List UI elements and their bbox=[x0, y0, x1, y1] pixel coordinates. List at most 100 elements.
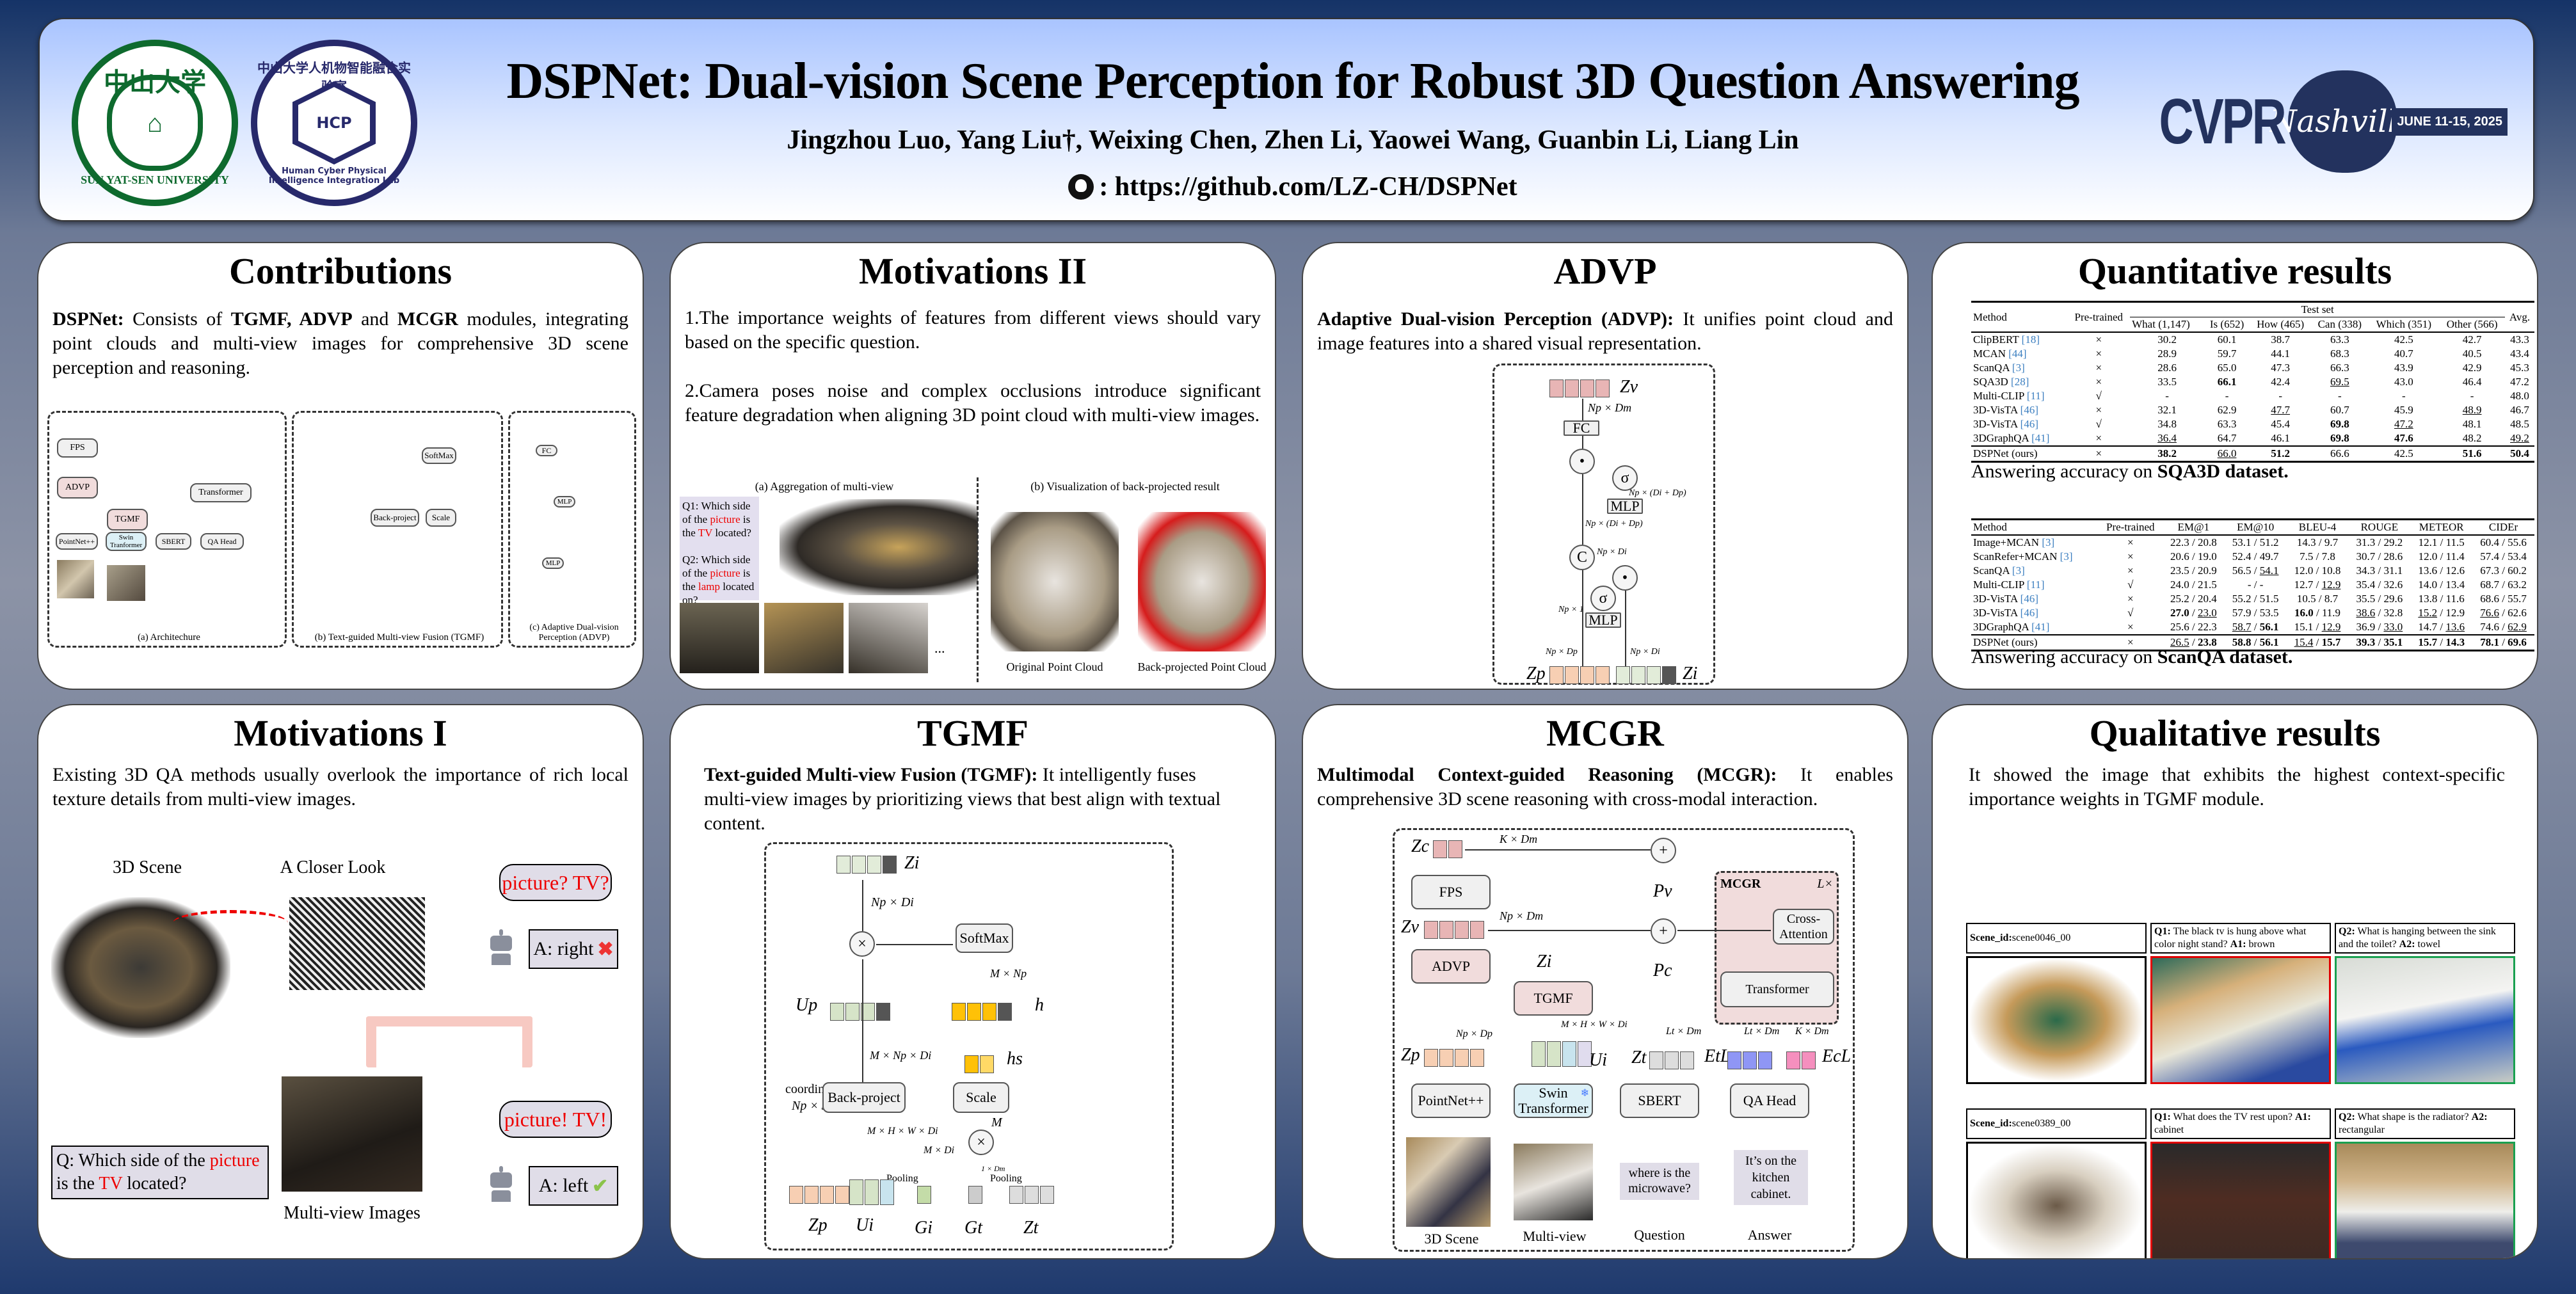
tgmf-block: TGMF bbox=[1514, 981, 1593, 1016]
scene-top-view bbox=[1406, 1137, 1491, 1227]
question-example: where is the microwave? bbox=[1620, 1163, 1699, 1200]
section-title: Qualitative results bbox=[2089, 712, 2381, 754]
value-cell: 63.3 bbox=[2217, 418, 2237, 430]
value-cell: 68.6 / 55.7 bbox=[2480, 593, 2527, 605]
view-image-2 bbox=[764, 603, 844, 673]
value-cell: - bbox=[2225, 390, 2229, 402]
value-cell: 51.2 bbox=[2271, 447, 2291, 459]
value-cell: 68.7 / 63.2 bbox=[2480, 579, 2527, 591]
value-cell: 23.5 / 20.9 bbox=[2170, 564, 2217, 577]
value-cell: 51.6 bbox=[2462, 447, 2482, 459]
value-cell: 43.0 bbox=[2394, 376, 2413, 388]
value-cell: 28.9 bbox=[2157, 347, 2177, 360]
figure-caption-c: (c) Adaptive Dual-vision Perception (ADV… bbox=[529, 623, 619, 643]
section-title: ADVP bbox=[1553, 250, 1657, 292]
pretrained-cell: × bbox=[2127, 536, 2134, 548]
value-cell: 34.8 bbox=[2157, 418, 2177, 430]
value-cell: 48.1 bbox=[2462, 418, 2482, 430]
value-cell: 32.1 bbox=[2157, 404, 2177, 416]
fps-block: FPS bbox=[1411, 875, 1491, 909]
scene-render bbox=[1966, 1142, 2147, 1258]
value-cell: 39.3 / 35.1 bbox=[2356, 636, 2403, 648]
poster-title: DSPNet: Dual-vision Scene Perception for… bbox=[506, 53, 2080, 109]
tgmf-figure: Back-project SoftMax Scale (b) Text-guid… bbox=[292, 411, 503, 648]
method-cell: 3D-VisTA [46] bbox=[1973, 607, 2038, 619]
value-cell: 46.1 bbox=[2271, 432, 2291, 444]
red-dashed-arrow bbox=[173, 910, 288, 936]
value-cell: 66.6 bbox=[2330, 447, 2349, 459]
value-cell: 40.7 bbox=[2394, 347, 2413, 360]
value-cell: 53.1 / 51.2 bbox=[2232, 536, 2279, 548]
value-cell: 38.6 / 32.8 bbox=[2356, 607, 2403, 619]
value-cell: 74.6 / 62.9 bbox=[2480, 621, 2527, 633]
column-header: EM@1 bbox=[2177, 521, 2210, 533]
value-cell: 59.7 bbox=[2217, 347, 2237, 360]
value-cell: 55.2 / 51.5 bbox=[2232, 593, 2279, 605]
value-cell: 69.5 bbox=[2330, 376, 2349, 388]
value-cell: 45.4 bbox=[2271, 418, 2291, 430]
value-cell: 56.5 / 54.1 bbox=[2232, 564, 2279, 577]
zt-tensor bbox=[1649, 1051, 1695, 1069]
concat-icon: C bbox=[1569, 545, 1595, 570]
author-list: Jingzhou Luo, Yang Liu†, Weixing Chen, Z… bbox=[787, 125, 1799, 155]
value-cell: - bbox=[2402, 390, 2406, 402]
tgmf-text: Text-guided Multi-view Fusion (TGMF): It… bbox=[704, 764, 1221, 834]
value-cell: 25.2 / 20.4 bbox=[2170, 593, 2217, 605]
github-link[interactable]: : https://github.com/LZ-CH/DSPNet bbox=[436, 172, 2149, 202]
figure-divider bbox=[977, 477, 979, 682]
value-cell: - / - bbox=[2247, 579, 2264, 591]
github-url[interactable]: : https://github.com/LZ-CH/DSPNet bbox=[1099, 172, 1517, 202]
advp-figure: FC MLP MLP (c) Adaptive Dual-vision Perc… bbox=[508, 411, 636, 648]
column-header: BLEU-4 bbox=[2298, 521, 2337, 533]
multiply-icon: × bbox=[968, 1130, 994, 1155]
answer-correct: A: left✔ bbox=[529, 1166, 618, 1206]
value-cell: 69.8 bbox=[2330, 432, 2349, 444]
more-views: ... bbox=[934, 640, 945, 656]
method-cell: DSPNet (ours) bbox=[1973, 447, 2038, 459]
mcgr-block: MCGR L× Cross-Attention Transformer bbox=[1715, 871, 1839, 1025]
value-cell: 63.3 bbox=[2330, 333, 2349, 346]
value-cell: 35.4 / 32.6 bbox=[2356, 579, 2403, 591]
multiply-icon: × bbox=[849, 931, 875, 957]
zt-tensor bbox=[1009, 1186, 1055, 1204]
value-cell: 12.0 / 10.8 bbox=[2294, 564, 2341, 577]
swin-transformer-block: Swin Transformer❄ bbox=[1514, 1083, 1593, 1118]
value-cell: 48.5 bbox=[2510, 418, 2529, 430]
panel-motivations-2: Motivations II 1.The importance weights … bbox=[669, 242, 1276, 690]
value-cell: 42.5 bbox=[2394, 447, 2413, 459]
value-cell: 38.2 bbox=[2157, 447, 2177, 459]
question-box: Q1: Which side of the picture is the TV … bbox=[680, 497, 759, 619]
value-cell: 25.6 / 22.3 bbox=[2170, 621, 2217, 633]
qa-head-block: QA Head bbox=[1730, 1083, 1809, 1118]
value-cell: 22.3 / 20.8 bbox=[2170, 536, 2217, 548]
transformer-block: Transformer bbox=[190, 483, 252, 502]
value-cell: 15.7 / 14.3 bbox=[2418, 636, 2465, 648]
value-cell: 60.4 / 55.6 bbox=[2480, 536, 2527, 548]
sysu-logo-english: SUN YAT-SEN UNIVERSITY bbox=[81, 173, 229, 186]
pretrained-cell: × bbox=[2095, 376, 2102, 388]
answer-wrong: A: right✖ bbox=[529, 929, 618, 969]
contributions-text: DSPNet: Consists of TGMF, ADVP and MCGR … bbox=[52, 308, 628, 378]
value-cell: 66.0 bbox=[2217, 447, 2237, 459]
label-closer-look: A Closer Look bbox=[280, 858, 386, 877]
conference-dates: JUNE 11-15, 2025 bbox=[2392, 108, 2508, 136]
panel-mcgr: MCGR Multimodal Context-guided Reasoning… bbox=[1302, 704, 1908, 1259]
method-cell: Image+MCAN [3] bbox=[1973, 536, 2055, 548]
column-header: METEOR bbox=[2419, 521, 2464, 533]
sysu-logo: 中山大学 ⌂ SUN YAT-SEN UNIVERSITY bbox=[72, 40, 238, 206]
value-cell: 42.7 bbox=[2462, 333, 2482, 346]
value-cell: 27.0 / 23.0 bbox=[2170, 607, 2217, 619]
zi-tensor bbox=[836, 856, 898, 874]
value-cell: 48.9 bbox=[2462, 404, 2482, 416]
caption-backprojected: Back-projected Point Cloud bbox=[1137, 660, 1267, 673]
value-cell: - bbox=[2470, 390, 2474, 402]
scene-render bbox=[1966, 956, 2147, 1084]
value-cell: 38.7 bbox=[2271, 333, 2291, 346]
view-image bbox=[2335, 956, 2515, 1084]
